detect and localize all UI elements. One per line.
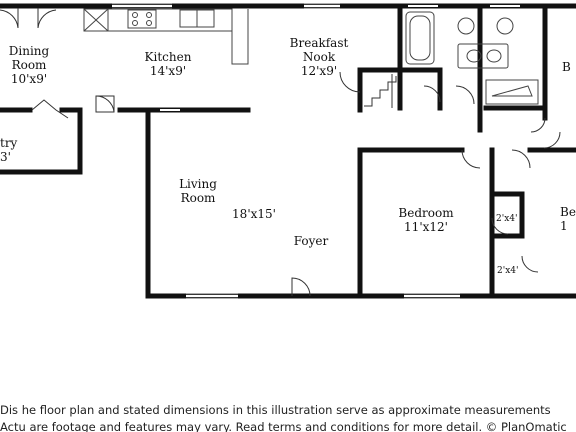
bifold-door [31, 99, 69, 119]
toilet [457, 17, 475, 35]
doors [0, 8, 561, 297]
kitchen-counter-side [231, 9, 249, 65]
shower [485, 79, 539, 105]
bathtub [405, 11, 435, 65]
front-door [291, 277, 311, 297]
bedroom-doors [461, 149, 531, 169]
room-kitchen: Kitchen 14'x9' [136, 50, 200, 78]
stair-doors [423, 85, 475, 105]
room-name: try [0, 136, 18, 150]
room-name: Foyer [293, 234, 329, 248]
room-foyer: Foyer [288, 234, 334, 248]
room-dimensions: 11'x12' [404, 220, 448, 234]
room-dimensions: 14'x9' [149, 64, 187, 78]
room-bedroom: Bedroom 11'x12' [392, 206, 460, 234]
room-name: Dining Room [8, 44, 50, 72]
bath-fixtures [405, 11, 539, 105]
stove [127, 9, 157, 29]
stairs [364, 74, 397, 108]
room-name: Bedroom [398, 206, 454, 220]
room-name: B [562, 60, 571, 74]
room-dimensions: 3' [0, 150, 11, 164]
closet-label-bottom: 2'x4' [497, 266, 519, 276]
nook-door [339, 71, 361, 93]
room-name: Be [560, 205, 576, 219]
disclaimer-line-1: Dis he floor plan and stated dimensions … [0, 403, 551, 417]
room-dimensions: 18'x15' [232, 207, 276, 221]
room-breakfast-nook: Breakfast Nook 12'x9' [282, 36, 356, 78]
room-name: Kitchen [144, 50, 192, 64]
exterior-walls [0, 3, 576, 299]
fridge-box [83, 8, 109, 32]
kitchen-counter-top [83, 8, 233, 32]
room-living: Living Room [172, 177, 224, 205]
windows [112, 5, 520, 297]
room-cut-bedroom-3: B [562, 60, 576, 74]
closet-doors [491, 217, 539, 273]
room-cut-bedroom-2: Be 1 [560, 205, 576, 233]
room-name: Breakfast Nook [289, 36, 349, 64]
dining-french-doors [0, 8, 57, 29]
room-living-dims: 18'x15' [226, 207, 282, 221]
toilet-2 [496, 17, 514, 35]
closet-label-top: 2'x4' [496, 214, 518, 224]
disclaimer-line-2: Actu are footage and features may vary. … [0, 420, 567, 432]
room-dimensions: 1 [560, 219, 568, 233]
room-name: Living Room [179, 177, 217, 205]
hall-doors [530, 117, 561, 149]
entry-door-frame [95, 95, 115, 113]
room-dining: Dining Room 10'x9' [2, 44, 56, 86]
room-pantry: try 3' [0, 136, 20, 164]
disclaimer: Dis he floor plan and stated dimensions … [0, 402, 576, 432]
door-swing [95, 95, 115, 113]
double-vanity [457, 43, 509, 69]
room-dimensions: 12'x9' [300, 64, 338, 78]
room-dimensions: 10'x9' [10, 72, 48, 86]
kitchen-counters [83, 8, 249, 65]
